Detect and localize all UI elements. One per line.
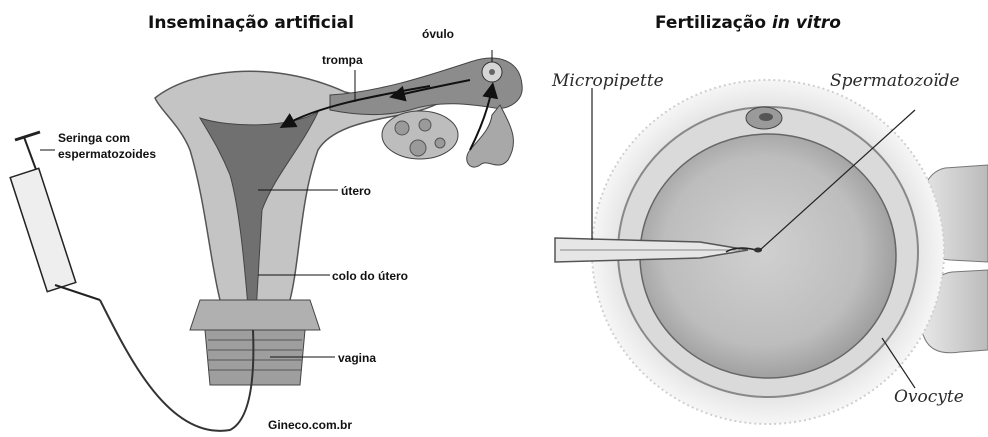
label-micropipette: Micropipette <box>551 71 664 91</box>
ovary-follicle <box>435 138 445 148</box>
ivf-illustration: Fertilização in vitro Micropipette Sperm… <box>551 13 988 424</box>
label-seringa-line1: Seringa com <box>58 131 130 145</box>
right-title-italic: in vitro <box>772 13 841 33</box>
ovary-follicle <box>419 119 431 131</box>
ovary-follicle <box>410 140 426 156</box>
source-credit: Gineco.com.br <box>268 418 352 432</box>
fimbriae <box>467 105 514 167</box>
insemination-illustration: Inseminação artificial <box>10 13 522 432</box>
label-utero: útero <box>341 184 371 198</box>
label-ovocyte: Ovocyte <box>894 387 964 407</box>
label-spermatozoide: Spermatozoïde <box>830 71 960 91</box>
right-title: Fertilização <box>655 13 772 33</box>
polar-body-inner <box>759 113 773 121</box>
svg-text:Fertilização in vitro: Fertilização in vitro <box>655 13 841 33</box>
label-seringa-line2: espermatozoides <box>58 147 156 161</box>
ovum-nucleus <box>489 69 495 75</box>
label-vagina: vagina <box>338 351 376 365</box>
cervix <box>190 300 320 330</box>
ovary-follicle <box>395 121 409 135</box>
label-ovulo: óvulo <box>422 27 454 41</box>
label-trompa: trompa <box>322 53 363 67</box>
left-title: Inseminação artificial <box>148 13 354 33</box>
label-colo-do-utero: colo do útero <box>332 269 408 283</box>
